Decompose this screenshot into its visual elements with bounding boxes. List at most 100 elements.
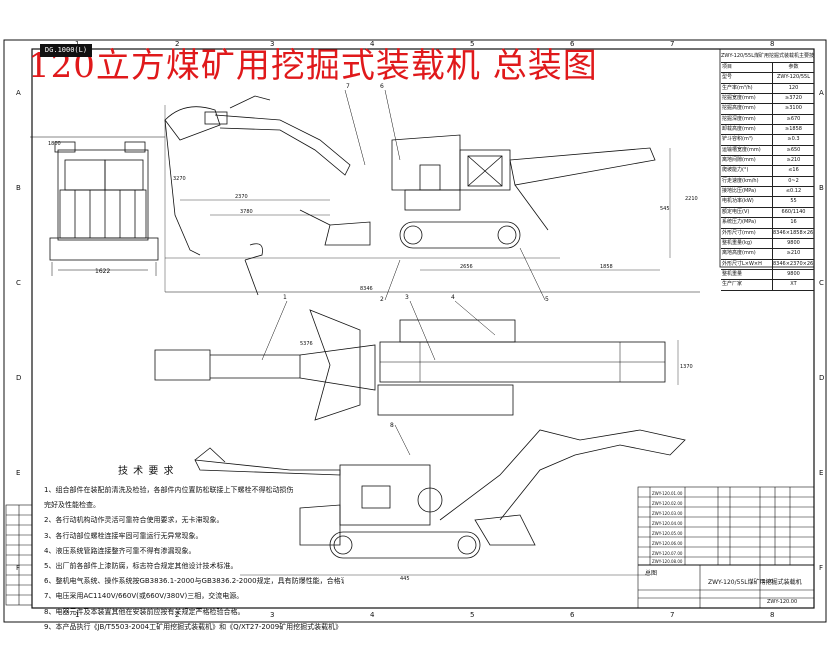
part-number: ZWY-120.07.00 bbox=[652, 551, 683, 556]
technical-requirement-item: 8、电器元件及本装置其他在安装前应按有关规定严格检验合格。 bbox=[44, 607, 245, 616]
spec-table-row: 外形尺寸(mm)8346×1858×2656 bbox=[721, 228, 814, 239]
balloon-label: 6 bbox=[380, 83, 384, 90]
spec-table-row: 项目 参数 bbox=[721, 63, 814, 74]
part-balloons bbox=[261, 89, 546, 456]
dimension-label: 8346 bbox=[360, 286, 373, 292]
technical-requirement-item: 1、组合部件在装配前清洗及检验，各部件内位置防松联接上下螺栓不得松动损伤 bbox=[44, 486, 294, 494]
balloon-labels: 7 6 1 3 4 2 5 8 bbox=[283, 83, 549, 429]
zone-row-label: D bbox=[819, 374, 824, 382]
plan-view bbox=[154, 309, 679, 421]
spec-parameter-name: 外形尺寸(mm) bbox=[721, 228, 773, 238]
technical-requirement-item: 完好及性能检查。 bbox=[44, 501, 100, 510]
spec-parameter-value: 参数 bbox=[788, 64, 799, 70]
spec-parameter-name: 生产厂家 bbox=[721, 280, 773, 290]
spec-parameter-value: ≥210 bbox=[786, 250, 801, 257]
spec-parameter-name: 行走速度(km/h) bbox=[721, 176, 773, 187]
spec-parameter-name: 挖掘宽度(mm) bbox=[721, 94, 773, 104]
spec-table-row: 额定电压(V) 660/1140 bbox=[721, 207, 814, 219]
plan-dimension: 5376 bbox=[300, 341, 313, 347]
spec-parameter-value: 120 bbox=[788, 84, 799, 91]
outer-border bbox=[3, 39, 827, 623]
spec-parameter-value: ≤16 bbox=[788, 167, 799, 174]
spec-table-row: 铲斗容积(m³)≥0.3 bbox=[721, 135, 814, 146]
spec-parameter-value: 8346×1858×2656 bbox=[773, 229, 814, 236]
spec-parameter-name: 项目 bbox=[721, 63, 773, 73]
title-block-code: ZWY-120.00 bbox=[767, 599, 798, 605]
zone-row-label: D bbox=[16, 374, 21, 382]
spec-parameter-name: 卸载高度(mm) bbox=[721, 125, 773, 135]
technical-requirements-heading: 技 术 要 求 bbox=[118, 466, 175, 477]
spec-parameter-value: 660/1140 bbox=[781, 208, 806, 215]
reverse-side-view bbox=[194, 429, 686, 576]
spec-parameter-name: 系统压力(MPa) bbox=[721, 218, 773, 228]
spec-table-row: 运输槽宽度(mm)≥650 bbox=[721, 145, 814, 157]
balloon-label: 1 bbox=[283, 294, 287, 301]
spec-parameter-name: 额定电压(V) bbox=[721, 207, 773, 218]
spec-table-row: 离地间隙(mm) ≥210 bbox=[721, 156, 814, 167]
zone-column-label: 8 bbox=[770, 611, 774, 619]
front-height-dimension: 1800 bbox=[48, 141, 61, 147]
spec-table-row: 挖掘高度(mm) ≥3100 bbox=[721, 104, 814, 115]
spec-parameter-value: ≥3100 bbox=[785, 105, 802, 112]
technical-requirement-item: 4、液压系统管路连接整齐可靠不得有渗漏现象。 bbox=[44, 546, 196, 555]
dimension-label: 2370 bbox=[235, 194, 248, 200]
spec-table-frame bbox=[719, 48, 815, 268]
part-number: ZWY-120.03.00 bbox=[652, 511, 683, 516]
spec-parameter-name: 外形尺寸L×W×H bbox=[721, 259, 773, 269]
left-margin-block bbox=[5, 504, 33, 606]
technical-requirement-item: 9、本产品执行《JB/T5503-2004工矿用挖掘式装载机》和《Q/XT27-… bbox=[44, 622, 343, 631]
spec-parameter-name: 电机功率(kW) bbox=[721, 197, 773, 207]
dimension-label: 2656 bbox=[460, 264, 473, 270]
technical-requirement-item: 7、电压采用AC1140V/660V(或660V/380V)三相，交流电源。 bbox=[44, 592, 244, 601]
zone-row-label: A bbox=[16, 89, 21, 97]
spec-parameter-value: ≤0.12 bbox=[785, 188, 802, 195]
spec-table-row: 接地比压(MPa) ≤0.12 bbox=[721, 187, 814, 198]
spec-parameter-value: 9800 bbox=[787, 270, 800, 277]
side-view bbox=[164, 95, 700, 296]
spec-table-header: ZWY-120/55L煤矿用挖掘式装载机主要技术参数 bbox=[721, 50, 814, 63]
dimension-label: 545 bbox=[660, 206, 670, 212]
balloon-label: 3 bbox=[405, 294, 409, 301]
spec-parameter-value: ≥210 bbox=[786, 157, 801, 164]
lower-view-label: 445 bbox=[400, 576, 410, 582]
title-block bbox=[637, 486, 815, 609]
zone-row-label: C bbox=[16, 279, 21, 287]
title-block-parts: ZWY-120.01.00 ZWY-120.02.00 ZWY-120.03.0… bbox=[652, 491, 683, 564]
dimension-label: 3780 bbox=[240, 209, 253, 215]
spec-parameter-name: 铲斗容积(m³) bbox=[721, 135, 773, 145]
spec-table-row: 生产率(m³/h)120 bbox=[721, 83, 814, 95]
balloon-label: 2 bbox=[380, 296, 384, 303]
zone-row-label: E bbox=[16, 469, 20, 477]
title-block-scale: 1:20 bbox=[762, 579, 774, 585]
dimension-label: 3270 bbox=[173, 176, 186, 182]
zone-labels: 1122334455667788AABBCCDDEEFF bbox=[16, 40, 824, 619]
title-block-name: 总图 bbox=[645, 570, 658, 577]
spec-table-row: 整机重量(kg)9800 bbox=[721, 238, 814, 250]
zone-column-label: 4 bbox=[370, 611, 375, 619]
spec-parameter-name: 接地比压(MPa) bbox=[721, 187, 773, 197]
zone-column-label: 6 bbox=[570, 611, 575, 619]
drawing-title: 120立方煤矿用挖掘式装载机 总装图 bbox=[28, 46, 598, 86]
zone-column-label: 7 bbox=[670, 611, 674, 619]
part-number: ZWY-120.05.00 bbox=[652, 531, 683, 536]
zone-column-label: 6 bbox=[570, 40, 575, 48]
zone-column-label: 2 bbox=[175, 611, 179, 619]
spec-parameter-name: 离地间隙(mm) bbox=[721, 156, 773, 166]
dimension-label: 2210 bbox=[685, 196, 698, 202]
technical-requirement-item: 5、出厂前各部件上漆防腐，标志符合规定其他设计技术标准。 bbox=[44, 561, 238, 570]
front-view bbox=[30, 136, 165, 276]
part-number: ZWY-120.08.00 bbox=[652, 559, 683, 564]
spec-parameter-name: 挖掘高度(mm) bbox=[721, 104, 773, 114]
balloon-label: 8 bbox=[390, 422, 394, 429]
zone-column-label: 8 bbox=[770, 40, 774, 48]
spec-table: ZWY-120/55L煤矿用挖掘式装载机主要技术参数 项目 参数型号ZWY-120… bbox=[721, 50, 814, 291]
zone-row-label: B bbox=[819, 184, 824, 192]
spec-table-row: 系统压力(MPa)16 bbox=[721, 218, 814, 229]
spec-parameter-name: 挖掘深度(mm) bbox=[721, 114, 773, 125]
spec-table-row: 卸载高度(mm)≥1858 bbox=[721, 125, 814, 136]
spec-parameter-name: 爬坡能力(°) bbox=[721, 166, 773, 176]
zone-column-label: 5 bbox=[470, 611, 474, 619]
